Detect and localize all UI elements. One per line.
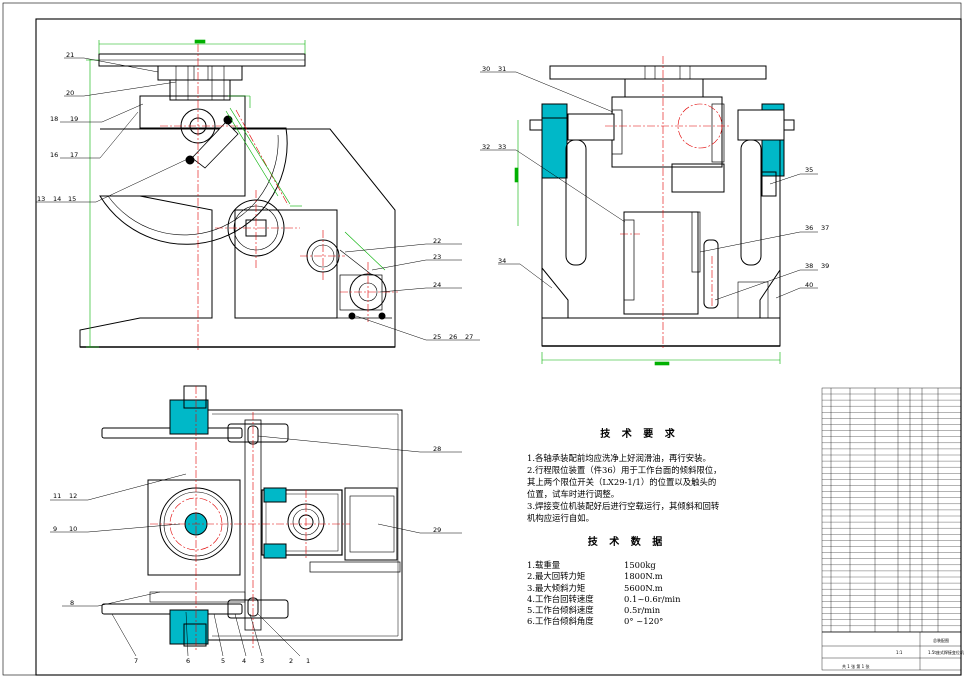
callout-10: 10 bbox=[69, 525, 77, 533]
callout-2: 2 bbox=[289, 657, 293, 665]
callout-33: 33 bbox=[498, 143, 506, 151]
title-block-sheet: 共 1 张 第 1 张 bbox=[842, 663, 869, 669]
parts-list-rows bbox=[822, 393, 961, 633]
callout-13: 13 bbox=[37, 195, 45, 203]
callout-26: 26 bbox=[449, 333, 457, 341]
callout-5: 5 bbox=[221, 657, 225, 665]
callout-31: 31 bbox=[498, 65, 506, 73]
callout-19: 19 bbox=[70, 115, 78, 123]
requirement-line: 机构应运行自如。 bbox=[527, 513, 594, 523]
callout-11: 11 bbox=[53, 492, 61, 500]
callout-17: 17 bbox=[70, 151, 78, 159]
callout-40: 40 bbox=[805, 281, 813, 289]
callout-labels: 21 20 18 19 16 17 13 14 15 22 23 24 25 2… bbox=[37, 51, 829, 665]
callout-23: 23 bbox=[433, 253, 441, 261]
top-view bbox=[101, 385, 403, 647]
callout-27: 27 bbox=[465, 333, 473, 341]
requirement-line: 位置，试车时进行调整。 bbox=[527, 489, 620, 499]
requirements-title: 技 术 要 求 bbox=[600, 429, 679, 440]
side-centerlines bbox=[605, 56, 730, 350]
requirement-line: 2.行程限位装置（件36）用于工作台面的倾斜限位， bbox=[527, 465, 722, 475]
callout-38: 38 bbox=[805, 262, 813, 270]
callout-12: 12 bbox=[69, 492, 77, 500]
data-title: 技 术 数 据 bbox=[587, 537, 667, 548]
front-dimensions bbox=[86, 39, 386, 348]
technical-requirements: 技 术 要 求 1.各轴承装配前均应洗净上好润滑油，再行安装。 2.行程限位装置… bbox=[527, 425, 752, 524]
callout-6: 6 bbox=[186, 657, 190, 665]
title-block-drawing-name: 总装配图 bbox=[933, 637, 949, 643]
callout-39: 39 bbox=[821, 262, 829, 270]
callout-32: 32 bbox=[482, 143, 490, 151]
callout-29: 29 bbox=[433, 526, 441, 534]
callout-30: 30 bbox=[482, 65, 490, 73]
callout-16: 16 bbox=[50, 151, 58, 159]
callout-24: 24 bbox=[433, 281, 441, 289]
callout-37: 37 bbox=[821, 224, 829, 232]
side-dimensions bbox=[514, 120, 781, 366]
callout-leaders bbox=[36, 57, 818, 657]
callout-9: 9 bbox=[53, 525, 57, 533]
callout-8: 8 bbox=[70, 599, 74, 607]
drawing-border bbox=[35, 18, 962, 676]
callout-18: 18 bbox=[50, 115, 58, 123]
callout-7: 7 bbox=[134, 657, 138, 665]
parts-list bbox=[821, 387, 962, 671]
callout-34: 34 bbox=[498, 257, 506, 265]
front-centerlines bbox=[160, 44, 398, 350]
callout-22: 22 bbox=[433, 237, 441, 245]
requirement-line: 其上两个限位开关（LX29-1/1）的位置以及触头的 bbox=[527, 477, 717, 487]
callout-15: 15 bbox=[68, 195, 76, 203]
title-block-subtitle: 1.5t座式焊接变位机 bbox=[928, 649, 964, 655]
callout-4: 4 bbox=[242, 657, 246, 665]
callout-36: 36 bbox=[805, 224, 813, 232]
callout-20: 20 bbox=[66, 89, 74, 97]
requirement-line: 1.各轴承装配前均应洗净上好润滑油，再行安装。 bbox=[527, 453, 711, 463]
callout-3: 3 bbox=[260, 657, 264, 665]
title-block-scale: 1:1 bbox=[896, 650, 903, 655]
callout-28: 28 bbox=[433, 445, 441, 453]
callout-25: 25 bbox=[433, 333, 441, 341]
requirement-line: 3.焊接变位机装配好后进行空载运行，其倾斜和回转 bbox=[527, 501, 720, 511]
front-view bbox=[79, 53, 396, 348]
side-view bbox=[529, 65, 795, 347]
callout-14: 14 bbox=[53, 195, 61, 203]
callout-1: 1 bbox=[306, 657, 310, 665]
top-centerlines bbox=[150, 386, 350, 650]
callout-35: 35 bbox=[805, 166, 813, 174]
callout-21: 21 bbox=[66, 51, 74, 59]
